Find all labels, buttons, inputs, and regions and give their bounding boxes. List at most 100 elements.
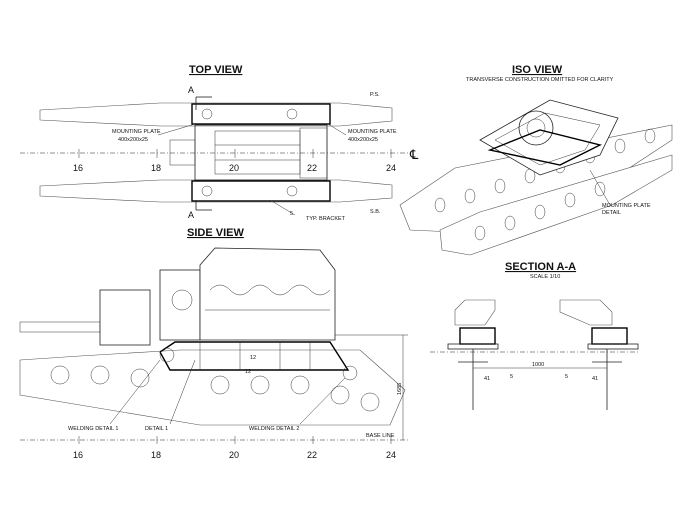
side-frame-label-22: 22 <box>307 450 317 460</box>
side-hull-profile <box>19 349 406 426</box>
side-opening-6 <box>290 375 310 395</box>
side-shaft <box>19 321 101 333</box>
weld1-leader <box>109 359 161 425</box>
iso-opening-8 <box>644 128 656 144</box>
iso-opening-7 <box>614 138 626 154</box>
iso-callout-line2: DETAIL <box>602 210 621 216</box>
section-left-plate <box>447 343 499 350</box>
bracket-leader <box>269 199 296 216</box>
iso-flywheel <box>518 110 554 146</box>
side-opening-1 <box>50 365 70 385</box>
centerline-symbol: ℄ <box>409 147 419 162</box>
iso-opening-9 <box>474 225 486 241</box>
side-weld-size-upper: 12 <box>250 355 256 361</box>
side-engine-manifold <box>209 284 331 296</box>
top-frame-label-24: 24 <box>386 163 396 173</box>
iso-opening-12 <box>564 192 576 208</box>
top-bed-lower <box>191 180 331 202</box>
section-right-mount <box>591 327 628 345</box>
section-dim-width: 1000 <box>532 362 544 368</box>
top-frame-label-20: 20 <box>229 163 239 173</box>
side-frame-label-16: 16 <box>73 450 83 460</box>
ps-label: P.S. <box>370 92 380 98</box>
iso-flywheel-hub <box>526 118 546 138</box>
side-engine <box>199 247 336 341</box>
iso-engine-body <box>479 99 619 176</box>
iso-callout-line1: MOUNTING PLATE <box>602 203 651 209</box>
section-left-mount <box>459 327 496 345</box>
section-left-engine-foot <box>454 299 496 326</box>
section-dim-left: 41 <box>484 376 490 382</box>
gearbox-plan <box>299 127 328 179</box>
detail-circle-2 <box>342 365 358 381</box>
side-view-title: SIDE VIEW <box>187 227 244 239</box>
base-line-label: BASE LINE <box>366 433 395 439</box>
bracket-label: TYP. BRACKET <box>306 216 346 222</box>
top-view-title: TOP VIEW <box>189 64 243 76</box>
iso-view-subtitle: TRANSVERSE CONSTRUCTION OMITTED FOR CLAR… <box>466 77 614 83</box>
engine-block-plan <box>214 130 301 175</box>
top-frame-label-16: 16 <box>73 163 83 173</box>
top-frame-label-22: 22 <box>307 163 317 173</box>
section-right-engine-foot <box>559 299 613 326</box>
sb-label: S.B. <box>370 209 381 215</box>
section-view: SECTION A-A SCALE 1/10 41 5 41 5 1000 <box>430 261 640 410</box>
side-weld-size-lower: 12 <box>245 369 251 375</box>
plate-right-dim: 400x200x25 <box>348 137 378 143</box>
section-mark-bottom: A <box>188 210 194 220</box>
mount-pad-1 <box>201 108 213 120</box>
side-pump <box>171 289 193 311</box>
iso-opening-2 <box>464 188 476 204</box>
plate-right-leader <box>327 123 347 136</box>
top-view: TOP VIEW 16 18 20 22 24 ℄ A A <box>20 64 419 222</box>
side-gearbox <box>99 289 151 346</box>
side-opening-8 <box>360 392 380 412</box>
iso-opening-3 <box>494 178 506 194</box>
iso-opening-13 <box>594 181 606 197</box>
weld2-leader <box>299 377 346 425</box>
section-view-scale: SCALE 1/10 <box>530 274 560 280</box>
starboard-hull-plan <box>39 179 393 203</box>
mount-pad-3 <box>201 185 213 197</box>
side-frame-label-24: 24 <box>386 450 396 460</box>
side-view: SIDE VIEW 12 12 1685 <box>19 227 410 460</box>
plate-left-label: MOUNTING PLATE <box>112 129 161 135</box>
detail-circle-1 <box>159 347 175 363</box>
weld1-label: WELDING DETAIL 1 <box>68 426 118 432</box>
side-coupling <box>159 269 201 341</box>
dim-vertical-value: 1685 <box>397 383 403 395</box>
port-hull-plan <box>39 102 393 127</box>
side-opening-2 <box>90 365 110 385</box>
top-frame-label-18: 18 <box>151 163 161 173</box>
pump-plan <box>169 139 196 166</box>
detail1-label: DETAIL 1 <box>145 426 168 432</box>
plate-left-leader <box>157 123 196 136</box>
section-mark-top: A <box>188 85 194 95</box>
section-weld-left: 5 <box>510 374 513 380</box>
iso-rear-pontoon <box>439 154 673 256</box>
side-opening-4 <box>210 375 230 395</box>
weld2-label: WELDING DETAIL 2 <box>249 426 299 432</box>
side-opening-7 <box>330 385 350 405</box>
side-frame-label-18: 18 <box>151 450 161 460</box>
section-right-plate <box>587 343 639 350</box>
mount-pad-4 <box>286 185 298 197</box>
iso-opening-10 <box>504 215 516 231</box>
iso-opening-11 <box>534 204 546 220</box>
section-dim-right: 41 <box>592 376 598 382</box>
iso-view-title: ISO VIEW <box>512 64 563 76</box>
detail1-leader <box>169 359 196 425</box>
iso-view: ISO VIEW TRANSVERSE CONSTRUCTION OMITTED… <box>399 64 673 256</box>
side-opening-3 <box>130 368 150 388</box>
plate-right-label: MOUNTING PLATE <box>348 129 397 135</box>
iso-front-pontoon <box>399 124 673 233</box>
iso-engine-top <box>494 112 601 166</box>
iso-callout-leader <box>589 169 611 206</box>
top-weld-size: 5 <box>290 211 293 217</box>
mount-pad-2 <box>286 108 298 120</box>
side-frame-label-20: 20 <box>229 450 239 460</box>
iso-mounting-plate <box>487 129 603 166</box>
plate-left-dim: 400x200x25 <box>118 137 148 143</box>
